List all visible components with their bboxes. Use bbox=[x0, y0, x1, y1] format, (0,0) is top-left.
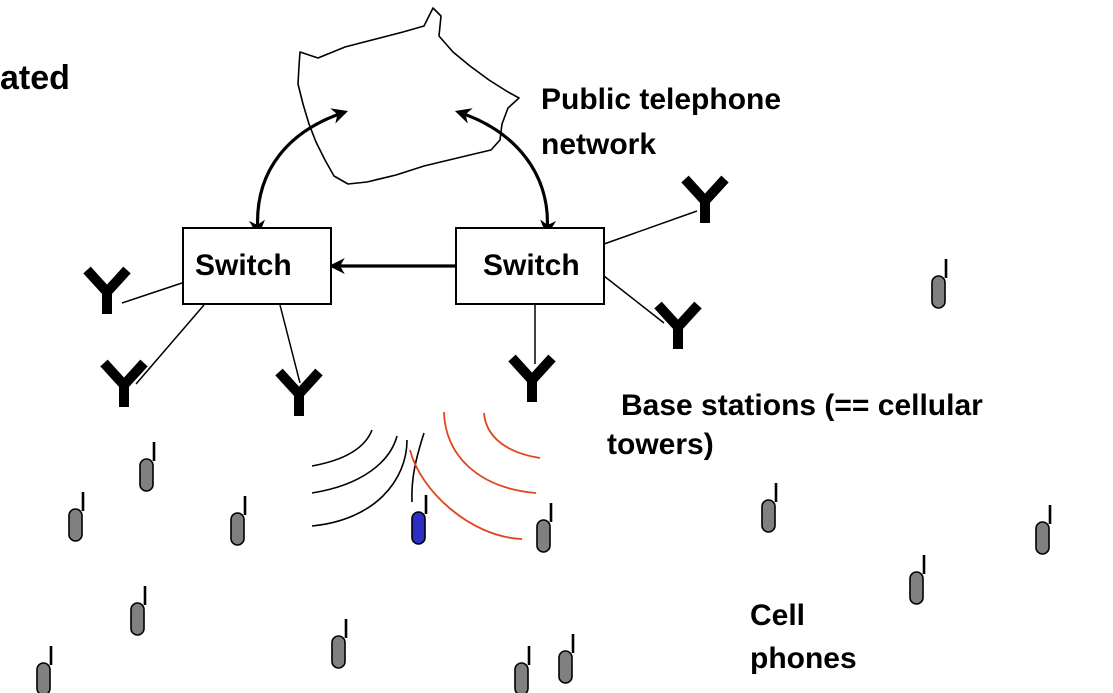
switch-left-label: Switch bbox=[195, 249, 292, 282]
cell-phones-label-line2: phones bbox=[750, 642, 857, 675]
switch-right-box bbox=[455, 227, 605, 305]
network-label-line1: Public telephone bbox=[541, 83, 782, 116]
antenna-icon bbox=[508, 354, 556, 402]
arc-cloud-left-switch bbox=[249, 108, 349, 237]
cell-phone-icon bbox=[1035, 505, 1052, 555]
link-left-switch-tower-b bbox=[135, 304, 205, 385]
network-cloud-icon bbox=[297, 7, 520, 185]
active-cell-phone-icon bbox=[411, 495, 428, 545]
signal-arc-red bbox=[483, 412, 541, 459]
signal-arc-red bbox=[409, 449, 523, 540]
title-fragment: ated bbox=[0, 59, 70, 97]
base-stations-label-line2: towers) bbox=[607, 428, 714, 461]
antenna-icon bbox=[100, 359, 148, 407]
link-left-switch-tower-c bbox=[279, 304, 301, 384]
signal-arc-black bbox=[411, 432, 425, 503]
link-right-switch-tower-a bbox=[603, 210, 698, 245]
cell-phones-label-line1: Cell bbox=[750, 599, 806, 632]
base-stations-label-line1: Base stations (== cellular bbox=[621, 389, 983, 422]
switch-right-label: Switch bbox=[483, 249, 580, 282]
arc-cloud-right-switch bbox=[454, 108, 557, 237]
cell-phone-icon bbox=[331, 619, 348, 669]
signal-arc-black bbox=[311, 429, 373, 467]
antenna-icon bbox=[83, 266, 131, 314]
cell-phone-icon bbox=[931, 259, 948, 309]
cell-phone-icon bbox=[230, 496, 247, 546]
link-right-switch-tower-b bbox=[603, 275, 665, 324]
cell-phone-icon bbox=[536, 503, 553, 553]
switch-left-box bbox=[182, 227, 332, 305]
cell-phone-icon bbox=[68, 492, 85, 542]
cell-phone-icon bbox=[514, 646, 531, 693]
network-label-line2: network bbox=[541, 128, 657, 161]
link-left-switch-tower-a bbox=[121, 282, 183, 304]
cell-phone-icon bbox=[761, 483, 778, 533]
cell-phone-icon bbox=[139, 442, 156, 492]
signal-arc-red bbox=[443, 411, 537, 494]
cell-phone-icon bbox=[558, 634, 575, 684]
signal-arc-black bbox=[311, 435, 398, 494]
antenna-icon bbox=[275, 368, 323, 416]
antenna-icon bbox=[654, 301, 702, 349]
antenna-icon bbox=[681, 175, 729, 223]
cell-phone-icon bbox=[36, 646, 53, 693]
cell-phone-icon bbox=[909, 555, 926, 605]
signal-arc-black bbox=[311, 439, 408, 527]
cell-phone-icon bbox=[130, 586, 147, 636]
